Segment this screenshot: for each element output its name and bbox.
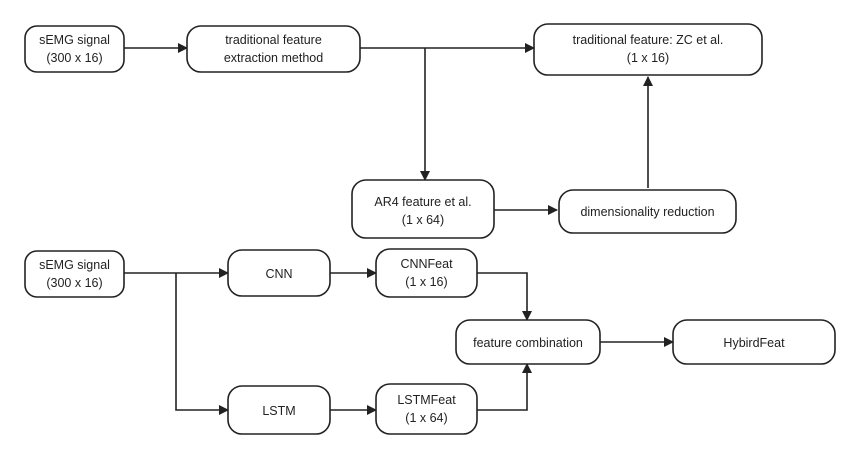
edge-semg-bottom-to-lstm bbox=[175, 273, 229, 415]
node-label-line: LSTMFeat bbox=[397, 393, 456, 407]
edges bbox=[124, 43, 674, 415]
node-feature-combination: feature combination bbox=[455, 319, 601, 365]
node-label-line: AR4 feature et al. bbox=[374, 195, 471, 209]
node-label-line: sEMG signal bbox=[39, 33, 110, 47]
node-cnn: CNN bbox=[227, 249, 331, 297]
node-hybirdfeat: HybirdFeat bbox=[672, 319, 836, 365]
node-label-line: (300 x 16) bbox=[46, 276, 102, 290]
node-label-line: (1 x 16) bbox=[627, 51, 669, 65]
node-label-line: CNNFeat bbox=[400, 257, 453, 271]
node-label-line: sEMG signal bbox=[39, 258, 110, 272]
node-traditional-feature-zc: traditional feature: ZC et al. (1 x 16) bbox=[533, 23, 763, 76]
node-label-line: dimensionality reduction bbox=[580, 205, 714, 219]
node-semg-signal-top: sEMG signal (300 x 16) bbox=[24, 25, 125, 73]
node-label-line: (1 x 64) bbox=[402, 213, 444, 227]
node-label-line: feature combination bbox=[473, 336, 583, 350]
node-label-line: extraction method bbox=[224, 51, 323, 65]
node-label-line: HybirdFeat bbox=[723, 336, 785, 350]
node-label-line: traditional feature bbox=[225, 33, 322, 47]
edge-lstmfeat-to-combination bbox=[477, 363, 532, 411]
node-label-line: CNN bbox=[265, 267, 292, 281]
edge-cnnfeat-to-combination bbox=[477, 272, 532, 321]
node-dimensionality-reduction: dimensionality reduction bbox=[558, 189, 737, 234]
node-semg-signal-bottom: sEMG signal (300 x 16) bbox=[24, 250, 125, 298]
node-label-line: (1 x 64) bbox=[405, 411, 447, 425]
node-lstm: LSTM bbox=[227, 385, 331, 435]
node-lstmfeat: LSTMFeat (1 x 64) bbox=[375, 383, 478, 435]
node-traditional-feature-extraction: traditional feature extraction method bbox=[186, 25, 361, 73]
node-label-line: traditional feature: ZC et al. bbox=[573, 33, 724, 47]
node-ar4-feature: AR4 feature et al. (1 x 64) bbox=[351, 179, 495, 239]
node-label-line: LSTM bbox=[262, 404, 295, 418]
node-cnnfeat: CNNFeat (1 x 16) bbox=[375, 248, 478, 298]
node-label-line: (1 x 16) bbox=[405, 275, 447, 289]
node-label-line: (300 x 16) bbox=[46, 51, 102, 65]
